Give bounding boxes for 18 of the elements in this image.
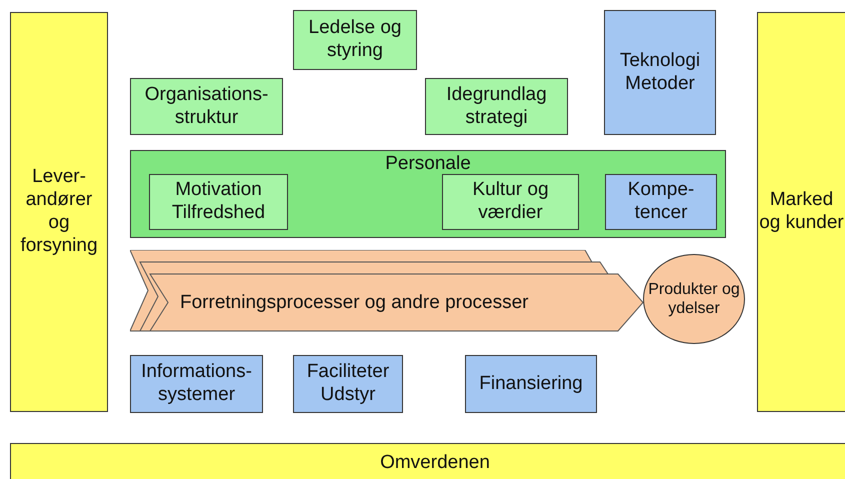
label-box: Finansiering <box>465 355 597 413</box>
side-bar: Lever- andører og forsyning <box>10 12 108 412</box>
process-band <box>130 250 645 332</box>
label-box: Motivation Tilfredshed <box>149 174 288 230</box>
label-box: Ledelse og styring <box>293 10 417 70</box>
label-box: Informations- systemer <box>130 355 263 413</box>
group-box <box>130 150 726 238</box>
label-box: Kompe- tencer <box>605 174 717 230</box>
label-box: Faciliteter Udstyr <box>293 355 403 413</box>
side-bar: Marked og kunder <box>757 12 845 412</box>
bottom-bar: Omverdenen <box>10 443 845 479</box>
group-title: Personale <box>384 153 472 176</box>
label-box: Idegrundlag strategi <box>425 78 568 135</box>
output-circle: Produkter og ydelser <box>643 254 745 344</box>
label-box: Teknologi Metoder <box>604 10 716 135</box>
label-box: Organisations- struktur <box>130 78 283 135</box>
label-box: Kultur og værdier <box>442 174 579 230</box>
process-label: Forretningsprocesser og andre processer <box>180 292 529 315</box>
